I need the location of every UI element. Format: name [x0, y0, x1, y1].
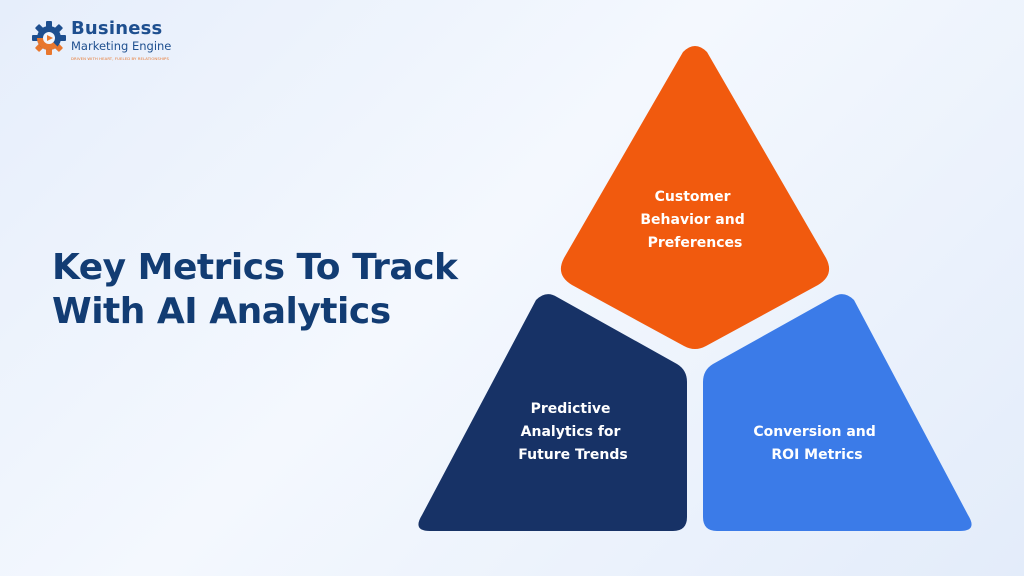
- pyramid-left-shape: [418, 294, 687, 531]
- logo-name-line2: Marketing Engine: [71, 39, 172, 53]
- pyramid-right-shape: [703, 294, 972, 531]
- brand-logo: Business Marketing Engine DRIVEN WITH HE…: [30, 15, 172, 65]
- page-title-line1: Key Metrics To Track: [52, 247, 458, 288]
- page-title-line2: With AI Analytics: [52, 291, 391, 332]
- pyramid-left-label-line1: Predictive: [531, 401, 611, 417]
- pyramid-left-label-line2: Analytics for: [521, 424, 621, 440]
- pyramid-segment-right: Conversion and ROI Metrics: [703, 294, 972, 531]
- gear-icon: [32, 21, 66, 55]
- pyramid-top-label: Customer Behavior and Preferences: [640, 189, 749, 251]
- page-title: Key Metrics To Track With AI Analytics: [52, 246, 458, 334]
- pyramid-left-label-line3: Future Trends: [518, 447, 628, 463]
- pyramid-right-label-line2: ROI Metrics: [771, 447, 862, 463]
- pyramid-segment-left: Predictive Analytics for Future Trends: [418, 294, 687, 531]
- pyramid-top-shape: [560, 46, 830, 349]
- pyramid-top-label-line2: Behavior and: [640, 212, 744, 228]
- pyramid-left-label: Predictive Analytics for Future Trends: [518, 401, 628, 463]
- pyramid-top-label-line1: Customer: [655, 189, 731, 205]
- pyramid-right-label: Conversion and ROI Metrics: [753, 424, 880, 463]
- logo-name-line1: Business: [71, 18, 163, 39]
- logo-tagline: DRIVEN WITH HEART, FUELED BY RELATIONSHI…: [71, 56, 169, 61]
- pyramid-segment-top: Customer Behavior and Preferences: [560, 46, 830, 349]
- pyramid-top-label-line3: Preferences: [648, 235, 743, 251]
- pyramid-right-label-line1: Conversion and: [753, 424, 875, 440]
